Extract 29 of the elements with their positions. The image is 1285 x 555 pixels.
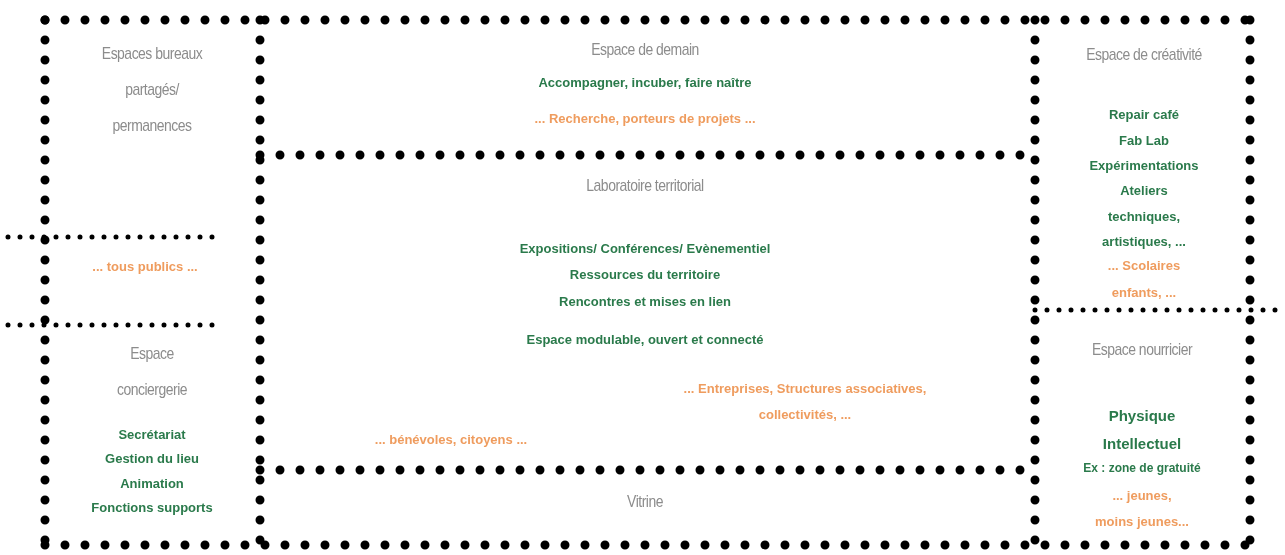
audience-text: ... bénévoles, citoyens ... (373, 431, 529, 449)
activity-text: Fab Lab (1118, 132, 1170, 150)
zone-title: Laboratoire territorial (585, 175, 705, 197)
zone-title: Espaces bureaux partagés/ permanences (100, 43, 204, 137)
zone-title: Espace conciergerie (116, 343, 188, 401)
activity-text: Expositions/ Conférences/ Evènementiel (518, 240, 772, 258)
activity-text: Intellectuel (1101, 434, 1183, 454)
activity-text: Accompagner, incuber, faire naître (537, 74, 753, 92)
activity-text: Fonctions supports (90, 499, 214, 517)
activity-text: Secrétariat (117, 426, 187, 444)
activity-text: Espace modulable, ouvert et connecté (525, 331, 765, 349)
activity-text: Expérimentations (1088, 157, 1200, 175)
zone-title: Vitrine (626, 491, 664, 513)
activity-text: Repair café (1107, 106, 1181, 124)
activity-text: Ressources du territoire (568, 266, 722, 284)
activity-text: Ateliers techniques, artistiques, ... (1101, 182, 1187, 251)
audience-text: ... Entreprises, Structures associatives, collectivités, ... (682, 380, 928, 424)
activity-text: Ex : zone de gratuité (1082, 460, 1202, 477)
activity-text: Physique (1107, 406, 1177, 426)
audience-text: ... tous publics ... (91, 258, 199, 276)
activity-text: Rencontres et mises en lien (558, 293, 732, 311)
audience-text: ... jeunes, moins jeunes... (1094, 487, 1190, 531)
zone-title: Espace de demain (590, 39, 700, 61)
audience-text: ... Scolaires enfants, ... (1106, 257, 1182, 302)
zone-title: Espace de créativité (1085, 44, 1203, 66)
zone-title: Espace nourricier (1090, 339, 1194, 361)
activity-text: Gestion du lieu (104, 450, 200, 468)
activity-text: Animation (119, 475, 185, 493)
audience-text: ... Recherche, porteurs de projets ... (533, 110, 757, 128)
